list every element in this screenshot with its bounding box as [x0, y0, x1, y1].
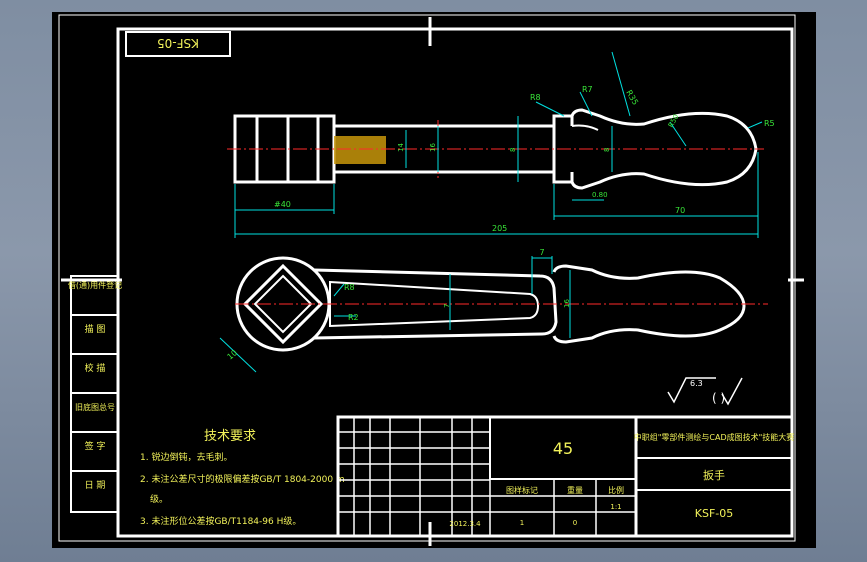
drawing-number: KSF-05	[695, 507, 734, 520]
roughness-paren: ( )	[712, 391, 725, 405]
dim-r7: R7	[582, 85, 593, 94]
drawing-canvas: KSF-05 #40 205 70 0.80 14	[52, 12, 816, 548]
tech-item-2: 2. 未注公差尺寸的极限偏差按GB/T 1804-2000 m	[140, 473, 345, 485]
section-hatch	[334, 136, 386, 164]
dim-square-size: 10	[226, 348, 240, 361]
stamp-box	[125, 31, 231, 57]
technical-drawing: KSF-05 #40 205 70 0.80 14	[58, 14, 804, 546]
dim-arm-width: 7	[443, 304, 451, 308]
dim-r8: R8	[530, 93, 541, 102]
tech-item-3: 级。	[150, 493, 168, 505]
roughness-symbols: 6.3 ( )	[667, 377, 743, 406]
side-row-1: 描 图	[85, 323, 106, 335]
side-row-5: 日 期	[85, 480, 106, 491]
front-dimensions: #40 205 70 0.80 14 16 8 8 R8 R7 R35 R5 R…	[234, 51, 775, 238]
tech-requirements: 技术要求 1. 锐边倒钝，去毛刺。 2. 未注公差尺寸的极限偏差按GB/T 18…	[140, 429, 345, 527]
date-value: 2012.3.4	[449, 520, 481, 528]
dim-r5: R5	[764, 119, 775, 128]
dim-r8-top: R8	[344, 283, 355, 292]
sheet-a: 1	[520, 519, 524, 527]
part-name: 扳手	[703, 468, 725, 482]
top-view	[235, 256, 768, 352]
top-dimensions: 7 7 16 R8 R2 10	[219, 248, 571, 373]
material-value: 45	[553, 439, 573, 458]
side-row-3: 旧底图总号	[75, 402, 115, 412]
title-block: 45 图样标记 重量 比例 1:1 1 0 2012.3.4 中职组"零部件测绘…	[336, 415, 795, 538]
dim-handle-length: 70	[675, 206, 685, 215]
front-view	[227, 108, 764, 190]
dim-offset: 0.80	[592, 191, 608, 199]
dim-bore: 16	[429, 143, 437, 152]
tech-item-1: 1. 锐边倒钝，去毛刺。	[140, 451, 232, 463]
weight-header: 重量	[567, 485, 583, 495]
side-row-4: 签 字	[85, 440, 106, 452]
square-hole	[242, 263, 324, 345]
dim-r2-top: R2	[348, 313, 359, 322]
stamp-text: KSF-05	[157, 36, 199, 50]
dim-grip: 8	[603, 148, 611, 152]
dim-arm-gap: 7	[539, 248, 544, 257]
sheet-b: 0	[573, 519, 577, 527]
side-table: 借(通)用件登记 描 图 校 描 旧底图总号 签 字 日 期	[68, 275, 122, 513]
tech-item-4: 3. 未注形位公差按GB/T1184-96 H级。	[140, 515, 301, 527]
side-row-2: 校 描	[85, 362, 106, 374]
scale-value: 1:1	[610, 503, 621, 511]
stage-header: 图样标记	[506, 485, 538, 495]
side-row-0: 借(通)用件登记	[68, 280, 122, 290]
dim-neck: 8	[509, 148, 517, 152]
scale-header: 比例	[608, 485, 624, 495]
dim-neck-top: 16	[563, 299, 571, 308]
school-name: 中职组"零部件测绘与CAD成图技术"技能大赛	[634, 432, 795, 442]
dim-total-length: 205	[492, 224, 507, 233]
tech-title: 技术要求	[204, 429, 256, 444]
roughness-value: 6.3	[690, 379, 703, 388]
dim-socket-width: #40	[274, 200, 291, 209]
trim-border	[58, 14, 796, 542]
dim-shaft-dia: 14	[397, 143, 405, 152]
